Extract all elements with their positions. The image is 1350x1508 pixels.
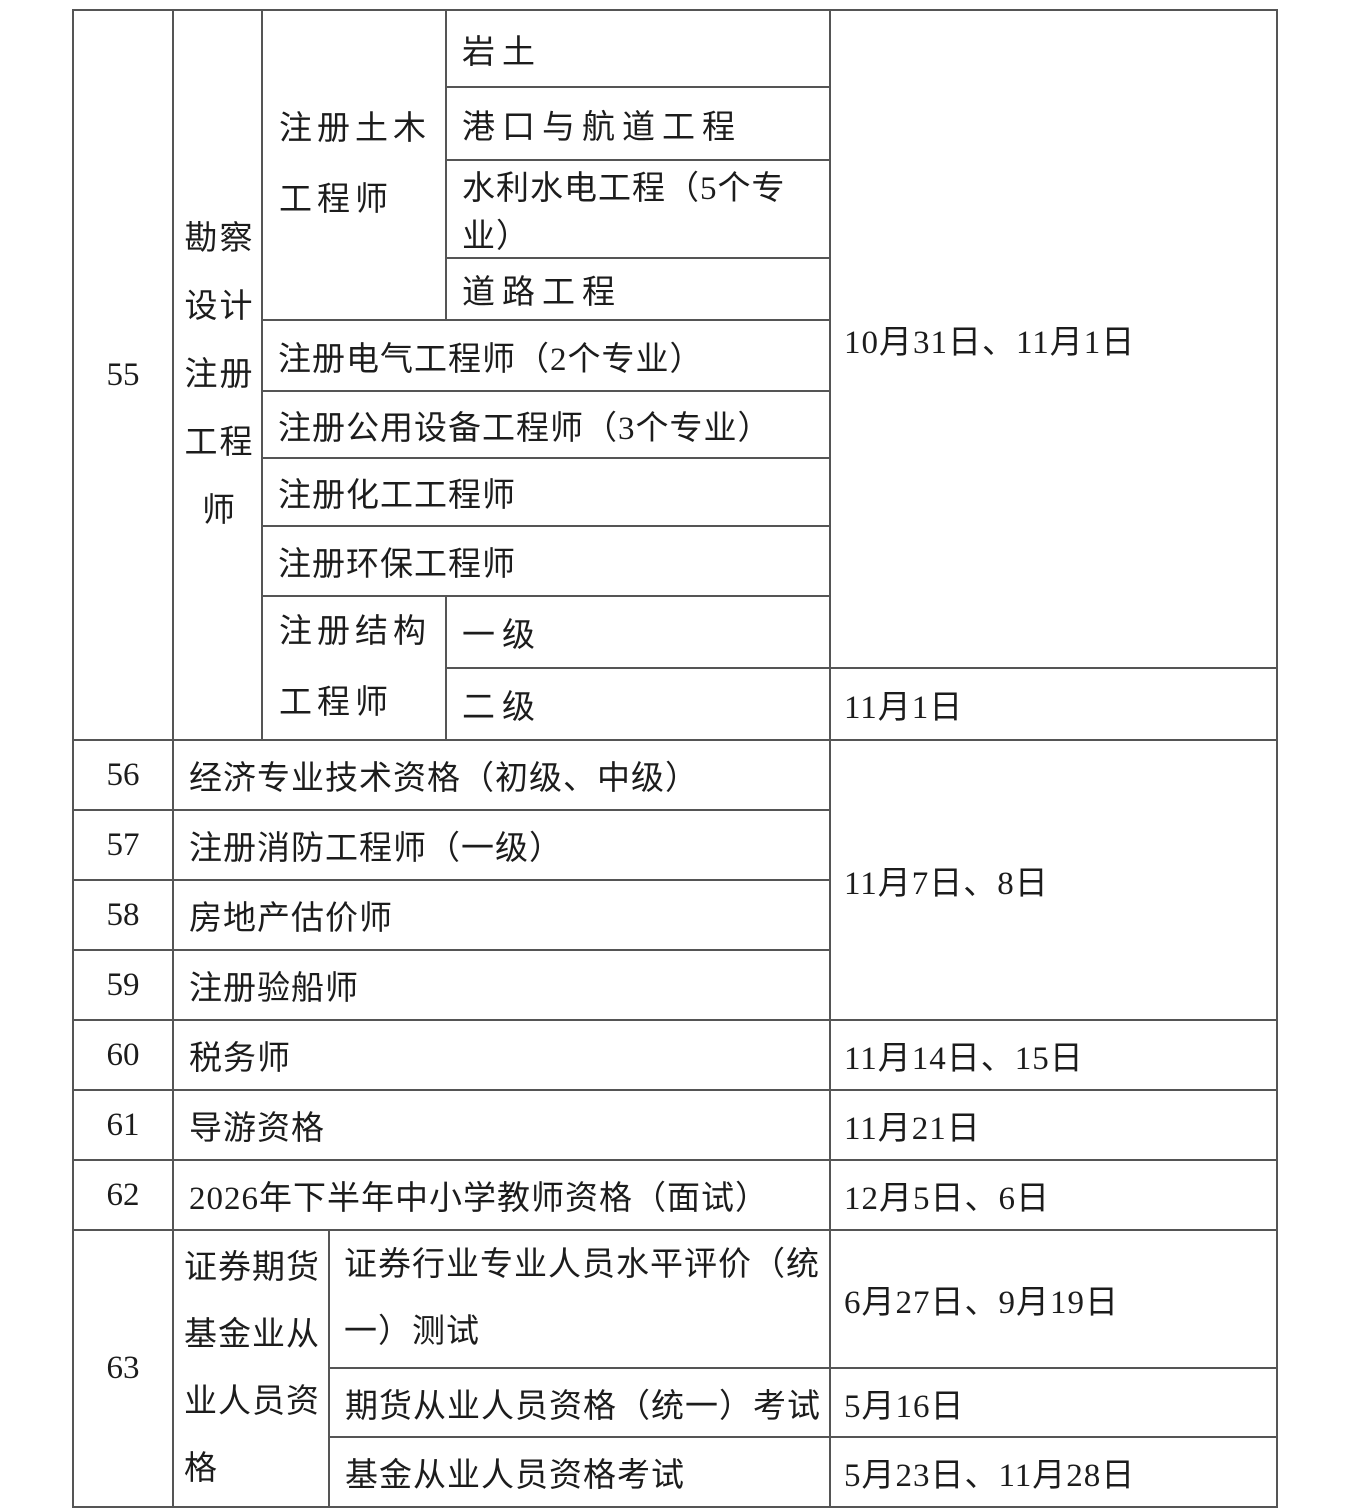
row-60-number: 60 bbox=[72, 1019, 174, 1091]
exam-date-cell: 12月5日、6日 bbox=[829, 1159, 1278, 1231]
table-row: 二级 11月1日 bbox=[73, 667, 1278, 741]
table-row: 56 经济专业技术资格（初级、中级） 11月7日、8日 bbox=[72, 739, 1278, 1021]
table-row: 水利水电工程（5个专业） bbox=[73, 159, 1277, 259]
exam-name-cell: 期货从业人员资格（统一）考试 bbox=[328, 1367, 831, 1438]
exam-name-cell: 证券行业专业人员水平评价（统一）测试 bbox=[328, 1229, 831, 1369]
level2-date-cell: 11月1日 bbox=[829, 667, 1278, 741]
exam-name-cell: 导游资格 bbox=[172, 1089, 831, 1161]
civil-major-cell: 道路工程 bbox=[445, 257, 831, 321]
table-row: 注册环保工程师 bbox=[73, 525, 1277, 597]
row-59-number: 59 bbox=[72, 949, 174, 1021]
table-row: 注册电气工程师（2个专业） bbox=[73, 319, 1277, 392]
row-62-number: 62 bbox=[72, 1159, 174, 1231]
civil-engineer-label-cell: 注册土木工程师 bbox=[261, 9, 447, 321]
exam-date-cell: 6月27日、9月19日 bbox=[829, 1229, 1278, 1369]
table-row: 道路工程 bbox=[73, 257, 1277, 321]
table-row: 58 房地产估价师 bbox=[72, 879, 1277, 951]
table-row: 62 2026年下半年中小学教师资格（面试） 12月5日、6日 bbox=[72, 1159, 1278, 1231]
civil-major-cell: 岩土 bbox=[445, 9, 831, 88]
table-row: 60 税务师 11月14日、15日 bbox=[72, 1019, 1278, 1091]
exam-date-cell: 11月14日、15日 bbox=[829, 1019, 1278, 1091]
exam-date-cell: 5月16日 bbox=[829, 1367, 1278, 1438]
table-row: 61 导游资格 11月21日 bbox=[72, 1089, 1278, 1161]
exam-name-cell: 经济专业技术资格（初级、中级） bbox=[172, 739, 831, 811]
table-row: 注册化工工程师 bbox=[73, 457, 1277, 527]
exam-name-cell: 2026年下半年中小学教师资格（面试） bbox=[172, 1159, 831, 1231]
exam-name-cell: 基金从业人员资格考试 bbox=[328, 1436, 831, 1508]
row-57-number: 57 bbox=[72, 809, 174, 881]
table-row: 55 勘察设计注册工程师 注册土木工程师 岩土 10月31日、11月1日 bbox=[72, 9, 1278, 741]
structural-level-cell: 二级 bbox=[445, 667, 831, 741]
exam-name-cell: 税务师 bbox=[172, 1019, 831, 1091]
civil-major-cell: 港口与航道工程 bbox=[445, 86, 831, 161]
structural-engineer-label-cell: 注册结构工程师 bbox=[261, 595, 447, 741]
table-row: 59 注册验船师 bbox=[72, 949, 1277, 1021]
table-row: 港口与航道工程 bbox=[73, 86, 1277, 161]
row-55-number: 55 bbox=[72, 9, 174, 741]
row-56-number: 56 bbox=[72, 739, 174, 811]
exam-name-cell: 注册验船师 bbox=[172, 949, 831, 1021]
table-row: 注册公用设备工程师（3个专业） bbox=[73, 390, 1277, 459]
exam-name-cell: 房地产估价师 bbox=[172, 879, 831, 951]
exam-date-cell: 5月23日、11月28日 bbox=[829, 1436, 1278, 1508]
exam-name-cell: 注册公用设备工程师（3个专业） bbox=[261, 390, 831, 459]
row-63-number: 63 bbox=[72, 1229, 174, 1508]
exam-name-cell: 注册电气工程师（2个专业） bbox=[261, 319, 831, 392]
row-55-category: 勘察设计注册工程师 bbox=[172, 9, 263, 741]
exam-name-cell: 注册化工工程师 bbox=[261, 457, 831, 527]
table-row: 注册结构工程师 一级 bbox=[73, 595, 1277, 741]
exam-date-cell: 11月21日 bbox=[829, 1089, 1278, 1161]
group55-main-date-cell: 10月31日、11月1日 bbox=[829, 9, 1278, 669]
civil-major-cell: 水利水电工程（5个专业） bbox=[445, 159, 831, 259]
exam-name-cell: 注册环保工程师 bbox=[261, 525, 831, 597]
row-58-number: 58 bbox=[72, 879, 174, 951]
row-63-category: 证券期货基金业从业人员资格 bbox=[172, 1229, 330, 1508]
row-61-number: 61 bbox=[72, 1089, 174, 1161]
rows-56-59-date-cell: 11月7日、8日 bbox=[829, 739, 1278, 1021]
exam-schedule-table: 55 勘察设计注册工程师 注册土木工程师 岩土 10月31日、11月1日 港口与… bbox=[72, 9, 1278, 1508]
exam-name-cell: 注册消防工程师（一级） bbox=[172, 809, 831, 881]
structural-level-cell: 一级 bbox=[445, 595, 831, 669]
table-row: 63 证券期货基金业从业人员资格 证券行业专业人员水平评价（统一）测试 6月27… bbox=[72, 1229, 1278, 1508]
table-row: 57 注册消防工程师（一级） bbox=[72, 809, 1277, 881]
table-row: 期货从业人员资格（统一）考试 5月16日 bbox=[73, 1367, 1278, 1438]
